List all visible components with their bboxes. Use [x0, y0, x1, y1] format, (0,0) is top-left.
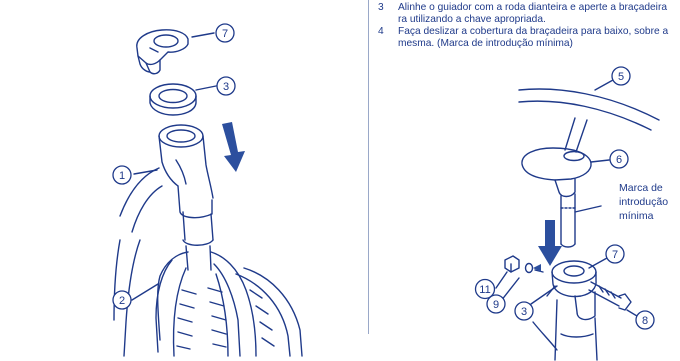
right-assembly-illustration: 5 6 7 11 9 3 8 Marca de introdução [474, 66, 668, 361]
step-4: 4 Faça deslizar a cobertura da braçadeir… [378, 26, 680, 50]
head-tube-part [119, 124, 214, 271]
svg-text:mínima: mínima [619, 210, 654, 222]
svg-text:8: 8 [642, 315, 648, 327]
svg-text:3: 3 [223, 81, 229, 93]
down-arrow-icon [538, 220, 562, 266]
callout-9-right: 9 [486, 294, 506, 314]
callout-7-left: 7 [215, 23, 235, 43]
clamp-part [136, 29, 189, 75]
svg-text:6: 6 [616, 154, 622, 166]
svg-text:7: 7 [222, 28, 228, 40]
step-3: 3 Alinhe o guiador com a roda dianteira … [378, 2, 680, 26]
callout-7-right: 7 [605, 244, 625, 264]
left-arrow-icon [533, 264, 541, 272]
callout-1-left: 1 [112, 165, 132, 185]
step-text: Alinhe o guiador com a roda dianteira e … [398, 2, 668, 25]
svg-text:Marca de: Marca de [619, 182, 663, 194]
callout-8-right: 8 [635, 310, 655, 330]
svg-text:11: 11 [479, 284, 490, 296]
step-text: Faça deslizar a cobertura da braçadeira … [398, 26, 669, 49]
svg-text:9: 9 [493, 299, 499, 311]
left-assembly-illustration: 7 3 1 2 [112, 23, 303, 357]
callout-6-right: 6 [609, 149, 629, 169]
svg-text:introdução: introdução [619, 196, 668, 208]
column-divider [368, 0, 369, 334]
callout-3-right: 3 [514, 301, 534, 321]
handlebar-part [518, 88, 660, 153]
callout-5-right: 5 [611, 66, 631, 86]
svg-text:1: 1 [119, 170, 125, 182]
fork-and-wheel [113, 239, 303, 357]
callout-3-left: 3 [216, 76, 236, 96]
instruction-steps: 3 Alinhe o guiador com a roda dianteira … [378, 2, 680, 50]
clamp-cover-part [521, 147, 602, 248]
svg-text:5: 5 [618, 71, 624, 83]
callout-11-right: 11 [474, 278, 496, 300]
svg-text:2: 2 [119, 295, 125, 307]
step-number: 3 [378, 2, 384, 13]
step-number: 4 [378, 26, 384, 37]
down-arrow-icon [222, 122, 245, 172]
svg-text:7: 7 [612, 249, 618, 261]
min-insertion-note: Marca de introdução mínima [619, 182, 668, 222]
ring-part [149, 83, 197, 116]
svg-text:3: 3 [521, 306, 527, 318]
callout-2-left: 2 [112, 290, 132, 310]
